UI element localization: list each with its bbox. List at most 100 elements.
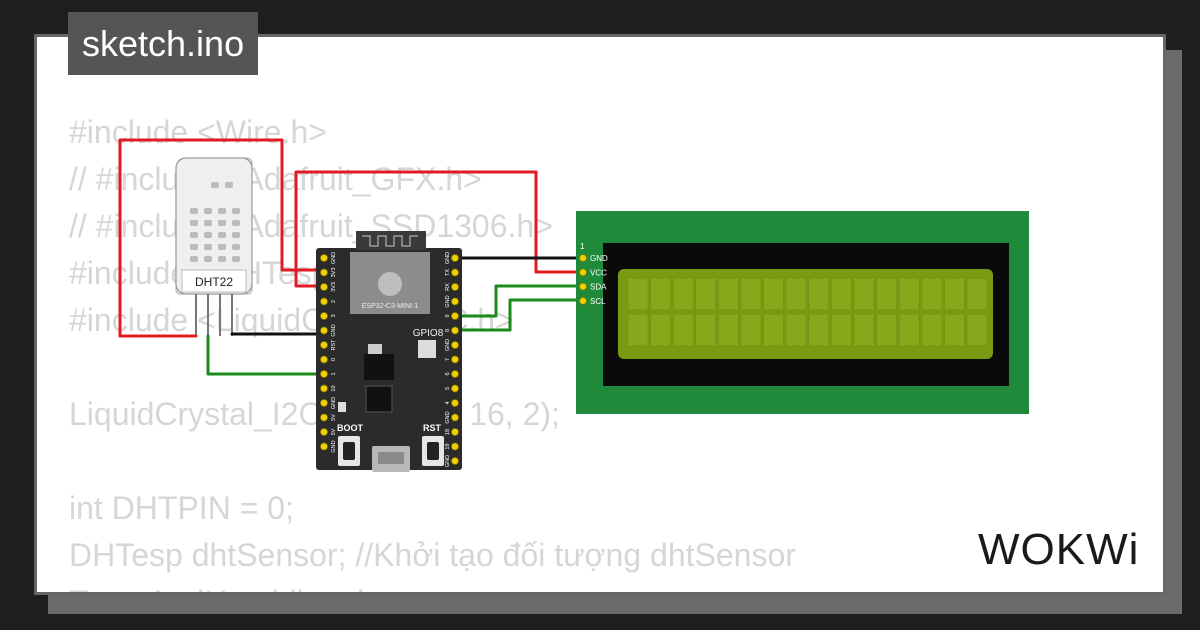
dht22-label: DHT22 bbox=[195, 275, 233, 289]
dht22-vent-holes bbox=[190, 182, 240, 262]
board-pin-label: 19 bbox=[445, 443, 451, 449]
lcd-pin-label: VCC bbox=[590, 268, 607, 277]
board-pin[interactable] bbox=[320, 297, 328, 306]
dht22-vent-hole bbox=[218, 232, 226, 238]
board-pin[interactable] bbox=[320, 283, 328, 291]
board-pin-label: RX bbox=[445, 283, 451, 291]
board-pin[interactable] bbox=[451, 341, 459, 349]
wire-dht-data[interactable] bbox=[206, 334, 326, 376]
rst-button-cap bbox=[427, 442, 439, 460]
board-pin[interactable] bbox=[451, 268, 459, 277]
board-pin[interactable] bbox=[320, 428, 328, 436]
board-pin[interactable] bbox=[320, 341, 328, 349]
board-pin-label: GND bbox=[445, 411, 451, 423]
board-pin-label: GND bbox=[331, 324, 337, 336]
lcd-pin[interactable] bbox=[579, 282, 587, 291]
board-pin[interactable] bbox=[451, 283, 459, 291]
lcd-pin[interactable] bbox=[579, 268, 587, 277]
lcd-cell bbox=[808, 277, 830, 311]
board-pin[interactable] bbox=[451, 326, 459, 335]
board-pin[interactable] bbox=[320, 442, 328, 451]
dht22-vent-hole bbox=[204, 220, 212, 226]
lcd-pin[interactable] bbox=[579, 254, 587, 262]
lcd-cell bbox=[627, 277, 649, 311]
lcd-cell bbox=[785, 277, 807, 311]
board-pin[interactable] bbox=[320, 312, 328, 320]
dht22-label-plate bbox=[181, 269, 247, 293]
board-pin-label: 7 bbox=[445, 358, 451, 361]
board-pin-label: 18 bbox=[445, 429, 451, 435]
dht22-vent-hole bbox=[204, 256, 212, 262]
lcd-cell bbox=[876, 277, 897, 311]
board-pin-label: GND bbox=[445, 252, 451, 264]
dht22-vent-hole bbox=[190, 256, 198, 262]
board-pin[interactable] bbox=[451, 428, 459, 436]
wire-lcd-vcc[interactable] bbox=[294, 170, 585, 288]
board-pin[interactable] bbox=[451, 370, 459, 378]
lcd-cell bbox=[695, 313, 717, 347]
regulator-tab bbox=[368, 344, 382, 354]
dht22-vent-hole bbox=[232, 208, 240, 214]
lcd-cell bbox=[695, 277, 717, 311]
lcd-cell bbox=[944, 313, 965, 347]
lcd-cell bbox=[808, 313, 830, 347]
chip-label: ESP32-C3-MINI-1 bbox=[362, 303, 419, 310]
wire-lcd-sda[interactable] bbox=[453, 284, 585, 318]
board-pin[interactable] bbox=[451, 312, 459, 320]
lcd-cell bbox=[876, 313, 897, 347]
board-pin[interactable] bbox=[451, 297, 459, 306]
dht22-vent-hole bbox=[232, 220, 240, 226]
lcd-pin-label: GND bbox=[590, 254, 608, 263]
lcd-cell bbox=[740, 313, 762, 347]
small-component bbox=[338, 402, 346, 412]
dht22-sensor[interactable]: DHT22 bbox=[175, 157, 253, 336]
board-pin-label: GND bbox=[445, 339, 451, 351]
board-pin-label: 1 bbox=[331, 372, 337, 375]
wire-lcd-scl[interactable] bbox=[453, 298, 585, 332]
esp32-c3-board[interactable]: ESP32-C3-MINI-1 GPIO8 BOOT RST GND3V33V3… bbox=[316, 231, 462, 472]
board-pin[interactable] bbox=[451, 413, 459, 422]
dht22-vent-hole bbox=[218, 208, 226, 214]
board-pin[interactable] bbox=[320, 370, 328, 378]
board-pin[interactable] bbox=[320, 384, 328, 393]
board-pin-label: 3V3 bbox=[331, 282, 337, 292]
board-pin-label: GND bbox=[445, 455, 451, 467]
lcd-cell bbox=[650, 277, 671, 311]
board-pin[interactable] bbox=[451, 384, 459, 393]
lcd-cell bbox=[898, 313, 920, 347]
board-pin[interactable] bbox=[320, 399, 328, 407]
board-pin[interactable] bbox=[320, 268, 328, 277]
wire-dht-vcc[interactable] bbox=[118, 138, 326, 338]
lcd-cell bbox=[740, 277, 762, 311]
usb-chip bbox=[365, 385, 393, 413]
board-pin-label: 5V bbox=[331, 428, 337, 435]
board-pin[interactable] bbox=[320, 413, 328, 422]
board-pin[interactable] bbox=[320, 326, 328, 335]
board-pin-label: 3V3 bbox=[331, 268, 337, 278]
antenna bbox=[356, 231, 426, 250]
board-pin[interactable] bbox=[320, 355, 328, 364]
dht22-vent-hole bbox=[204, 232, 212, 238]
lcd-cell bbox=[966, 313, 988, 347]
board-pin[interactable] bbox=[451, 355, 459, 364]
board-pin[interactable] bbox=[451, 442, 459, 451]
espressif-logo-icon bbox=[378, 272, 402, 296]
board-pin[interactable] bbox=[451, 457, 459, 465]
dht22-vent-hole bbox=[232, 244, 240, 250]
board-pin[interactable] bbox=[320, 254, 328, 262]
board-pin-label: 6 bbox=[445, 372, 451, 375]
board-pin[interactable] bbox=[451, 254, 459, 262]
lcd-pin[interactable] bbox=[579, 296, 587, 305]
board-pin-label: 3 bbox=[331, 314, 337, 317]
lcd-pin-label: SCL bbox=[590, 297, 606, 306]
lcd-cell bbox=[763, 277, 784, 311]
wokwi-logo[interactable]: WOKWi bbox=[978, 525, 1140, 574]
board-pin-label: 10 bbox=[331, 385, 337, 391]
lcd-pin-label: SDA bbox=[590, 283, 607, 292]
gpio8-led-label: GPIO8 bbox=[413, 328, 444, 339]
board-pin[interactable] bbox=[451, 399, 459, 407]
code-line: TempAndHumidity data; bbox=[69, 579, 796, 592]
dht22-vent-hole bbox=[204, 208, 212, 214]
